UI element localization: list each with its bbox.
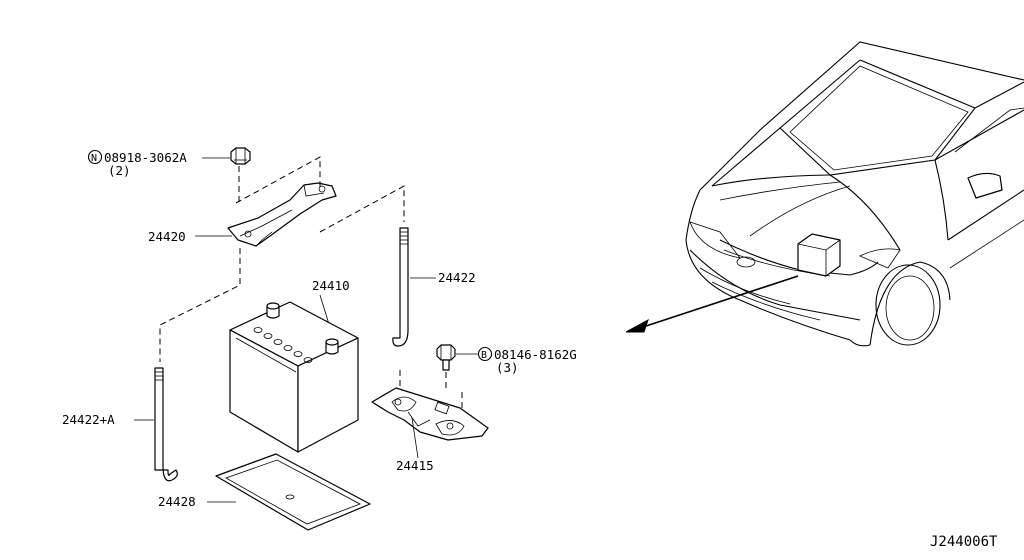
nut-part	[230, 147, 251, 165]
battery-tray	[371, 387, 489, 441]
battery-cover-plate	[215, 453, 371, 531]
bracket-dash-left	[159, 248, 241, 362]
nut-part-number[interactable]: 08918-3062A	[104, 150, 187, 165]
battery-rod-right	[392, 227, 409, 347]
n-code-symbol: N	[91, 153, 97, 164]
cover-part-number[interactable]: 24428	[158, 494, 196, 509]
battery-part-number[interactable]: 24410	[312, 278, 350, 293]
nut-quantity: (2)	[108, 163, 131, 178]
n-code-badge	[87, 149, 103, 165]
diagram-id: J244006T	[930, 534, 998, 550]
tray-part-number[interactable]: 24415	[396, 458, 434, 473]
bolt-part-number[interactable]: 08146-8162G	[494, 347, 577, 362]
bolt-callout: B 08146-8162G (3)	[477, 346, 577, 375]
rod-right-part-number[interactable]: 24422	[438, 270, 476, 285]
bracket-dash-right	[235, 156, 321, 204]
b-code-badge	[477, 346, 493, 362]
battery-rod-left	[154, 367, 178, 482]
bracket-dash-rod	[319, 185, 405, 233]
bracket-part-number[interactable]: 24420	[148, 229, 186, 244]
location-pointer-arrow	[625, 275, 799, 333]
vehicle-location-view	[685, 41, 1024, 347]
battery-hold-bracket	[227, 182, 337, 247]
bolt-quantity: (3)	[496, 360, 519, 375]
battery	[229, 301, 359, 453]
rod-left-part-number[interactable]: 24422+A	[62, 412, 115, 427]
nut-callout: N 08918-3062A (2)	[87, 149, 230, 178]
b-code-symbol: B	[481, 350, 487, 361]
bolt-part	[436, 344, 456, 371]
